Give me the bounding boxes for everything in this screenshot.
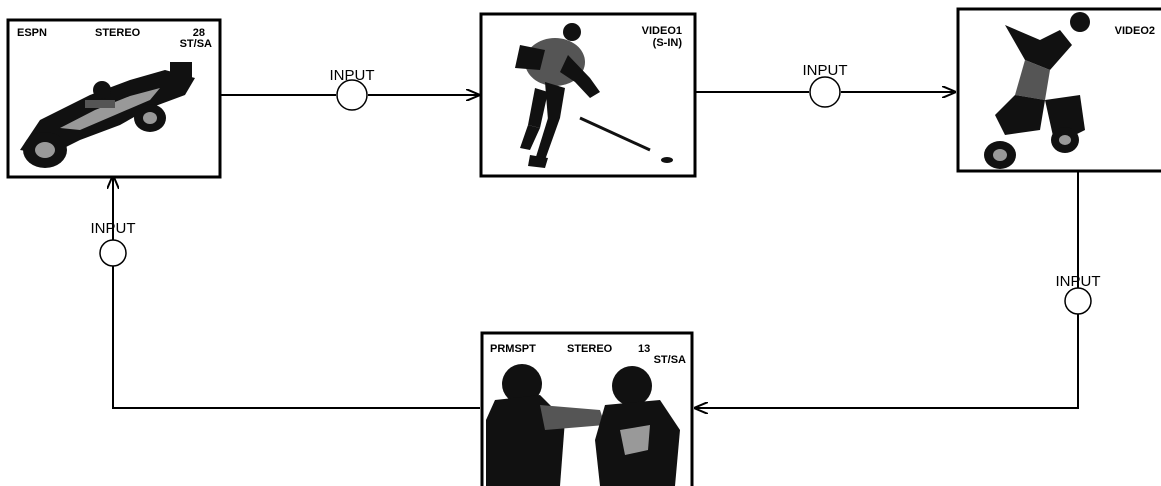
audio-mode: STEREO	[95, 27, 141, 39]
screen-video1[interactable]: VIDEO1 (S-IN)	[479, 12, 697, 178]
channel-name: PRMSPT	[490, 343, 536, 355]
audio-mode: STEREO	[567, 343, 613, 355]
input-label: INPUT	[91, 220, 136, 237]
hockey-player-icon	[515, 23, 673, 168]
sap-mode: ST/SA	[654, 354, 686, 366]
input-circle[interactable]	[336, 79, 368, 111]
channel-name: ESPN	[17, 27, 47, 39]
input-label: INPUT	[803, 62, 848, 79]
input-name: VIDEO2	[1115, 25, 1155, 37]
input-node-left[interactable]: INPUT	[91, 220, 136, 267]
channel-number: 13	[638, 343, 650, 355]
screen-espn[interactable]: ESPN STEREO 28 ST/SA	[6, 18, 222, 179]
input-label: INPUT	[330, 67, 375, 84]
sap-mode: ST/SA	[180, 38, 212, 50]
input-node-top-right[interactable]: INPUT	[803, 62, 848, 108]
input-circle[interactable]	[99, 239, 127, 267]
input-name: VIDEO1	[642, 25, 682, 37]
input-circle[interactable]	[1064, 287, 1092, 315]
input-node-top-left[interactable]: INPUT	[330, 67, 375, 111]
input-subtitle: (S-IN)	[653, 37, 683, 49]
hockey-stick	[579, 116, 651, 152]
wire-video2-to-prmspt-b	[695, 314, 1079, 408]
channel-number: 28	[193, 27, 205, 39]
wire-prmspt-to-espn-a	[112, 266, 480, 409]
motorcycle-rider-icon	[984, 12, 1090, 169]
race-car-icon	[20, 62, 195, 168]
screen-video2[interactable]: VIDEO2	[956, 7, 1161, 173]
screen-prmspt[interactable]: PRMSPT STEREO 13 ST/SA	[480, 331, 694, 486]
connection-wires	[112, 92, 1079, 409]
input-node-right[interactable]: INPUT	[1056, 273, 1101, 315]
football-players-icon	[486, 364, 680, 486]
input-circle[interactable]	[809, 76, 841, 108]
input-label: INPUT	[1056, 273, 1101, 290]
